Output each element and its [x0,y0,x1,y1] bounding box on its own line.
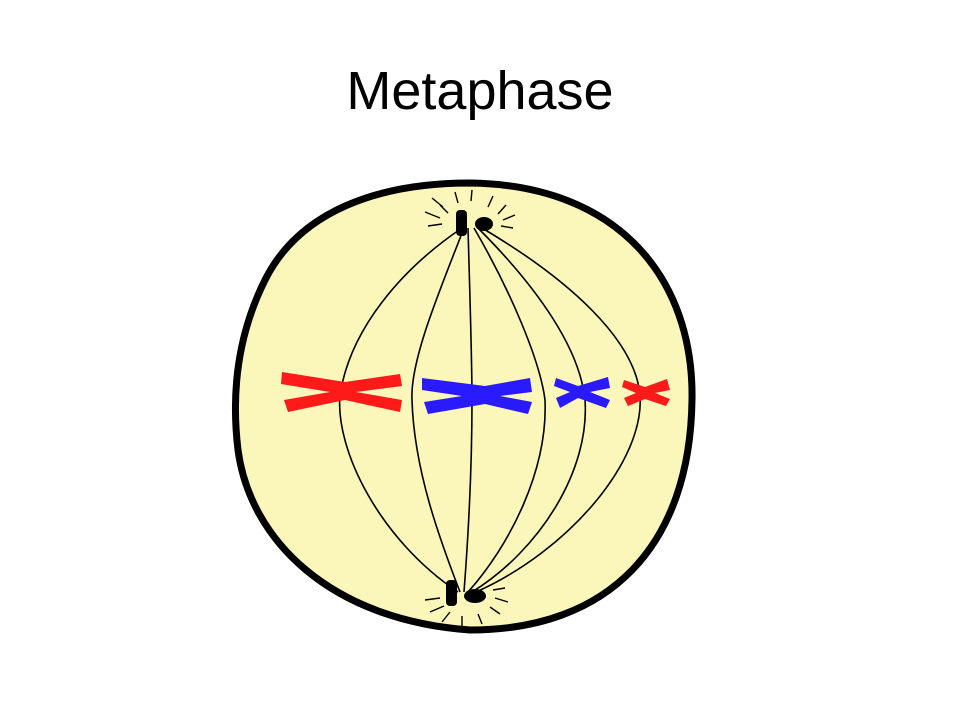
blue-chromosome-small [554,377,610,408]
slide-title: Metaphase [346,61,614,121]
red-chromosome-large [281,372,402,412]
red-chromosome-small [622,379,670,406]
blue-chromosome-large [422,378,532,414]
centriole-top [456,210,493,236]
astral-rays-top [424,189,516,229]
spindle-fiber [411,227,465,593]
astral-rays-bottom [424,587,509,627]
centriole-bottom [446,580,486,606]
spindle-fiber [467,227,546,593]
